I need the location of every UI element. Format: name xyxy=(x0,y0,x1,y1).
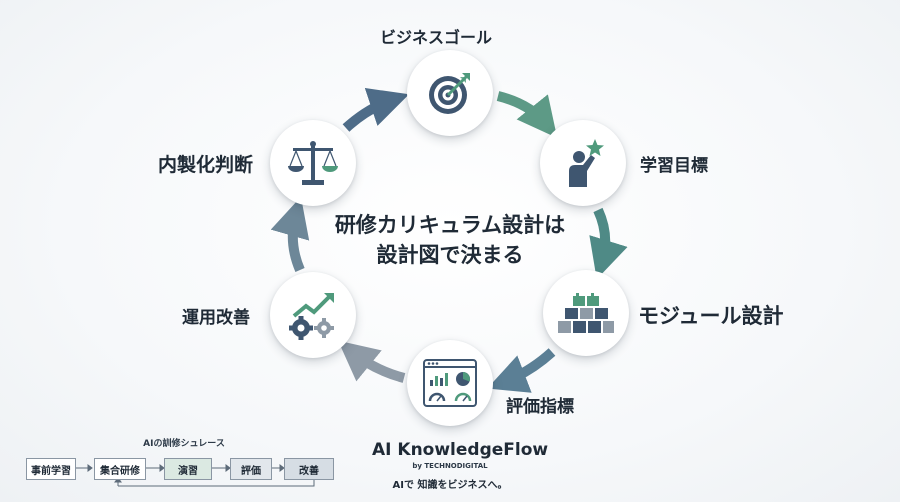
scale-icon xyxy=(285,138,341,188)
node-insourcing-decision xyxy=(270,120,356,206)
node-operational-improvement xyxy=(270,272,356,358)
training-flow: AIの訓修シュレース 事前学習 集合研修 演習 評価 改善 xyxy=(24,436,344,496)
brand-byline: by TECHNODIGITAL xyxy=(412,462,488,470)
label-learning-objective: 学習目標 xyxy=(640,156,708,176)
node-evaluation-metrics xyxy=(407,340,493,426)
center-title-line1: 研修カリキュラム設計は xyxy=(334,213,566,237)
arrow-insourcing-to-goal xyxy=(342,87,410,132)
training-flow-connectors xyxy=(75,464,315,487)
arrow-module-to-evaluation xyxy=(487,348,556,393)
arrow-goal-to-objective xyxy=(496,91,558,139)
center-title: 研修カリキュラム設計は 設計図で決まる xyxy=(330,210,570,270)
label-business-goal: ビジネスゴール xyxy=(380,28,493,47)
arrow-operation-to-insourcing xyxy=(270,196,310,272)
node-learning-objective xyxy=(540,120,626,206)
label-operational-improvement: 運用改善 xyxy=(182,308,250,328)
flow-step-group-training: 集合研修 xyxy=(94,458,146,480)
gears-growth-icon xyxy=(284,290,342,340)
dashboard-icon xyxy=(422,358,478,408)
flow-step-prelearning: 事前学習 xyxy=(26,458,76,480)
node-module-design xyxy=(543,270,629,356)
node-business-goal xyxy=(407,50,493,136)
label-insourcing-decision: 内製化判断 xyxy=(158,154,254,176)
flow-step-improvement: 改善 xyxy=(284,458,334,480)
label-module-design: モジュール設計 xyxy=(638,304,784,328)
label-evaluation-metrics: 評価指標 xyxy=(506,397,574,417)
training-flow-title: AIの訓修シュレース xyxy=(143,439,225,449)
flow-step-evaluation: 評価 xyxy=(230,458,272,480)
arrow-objective-to-module xyxy=(589,207,628,280)
brand-tagline: AIで 知識をビジネスへ。 xyxy=(392,480,508,491)
target-icon xyxy=(424,67,476,119)
person-star-icon xyxy=(557,137,609,189)
brand-name: AI KnowledgeFlow xyxy=(372,440,549,460)
arrow-evaluation-to-operation xyxy=(338,340,406,383)
center-title-line2: 設計図で決まる xyxy=(376,243,524,267)
building-blocks-icon xyxy=(556,288,616,338)
flow-step-exercise: 演習 xyxy=(164,458,212,480)
